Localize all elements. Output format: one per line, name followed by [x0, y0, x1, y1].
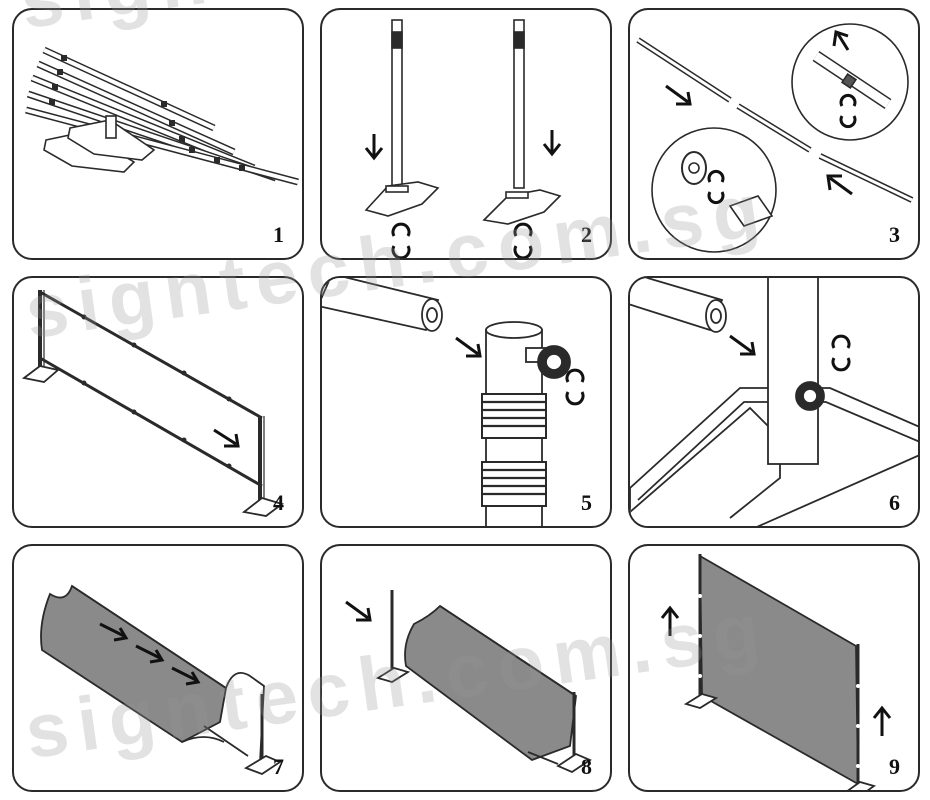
step-number: 6 [889, 490, 900, 515]
step-number: 3 [889, 222, 900, 247]
step-panel-2: 2 [320, 8, 612, 260]
attach-second-upright-illustration [345, 590, 592, 774]
step-panel-6: 6 [628, 276, 920, 528]
step-panel-9: 9 [628, 544, 920, 792]
knob-connector-closeup-illustration [322, 278, 585, 526]
step-panel-3: 3 [628, 8, 920, 260]
slide-fabric-onto-frame-illustration [40, 584, 282, 776]
poles-and-feet-illustration [25, 46, 299, 186]
assembled-frame-illustration [21, 290, 284, 517]
step-panel-1: 1 [12, 8, 304, 260]
step-number: 4 [273, 490, 284, 515]
finished-backdrop-illustration [660, 554, 892, 790]
step-panel-5: 5 [320, 276, 612, 528]
step-panel-8: 8 [320, 544, 612, 792]
step-number: 8 [581, 754, 592, 779]
step-number: 1 [273, 222, 284, 247]
step-number: 5 [581, 490, 592, 515]
foot-knob-closeup-illustration [630, 278, 918, 526]
step-panel-7: 7 [12, 544, 304, 792]
uprights-into-feet-illustration [364, 19, 562, 258]
connect-horizontal-poles-illustration [636, 23, 914, 253]
step-number: 2 [581, 222, 592, 247]
step-number: 7 [273, 754, 284, 779]
step-panel-4: 4 [12, 276, 304, 528]
step-number: 9 [889, 754, 900, 779]
